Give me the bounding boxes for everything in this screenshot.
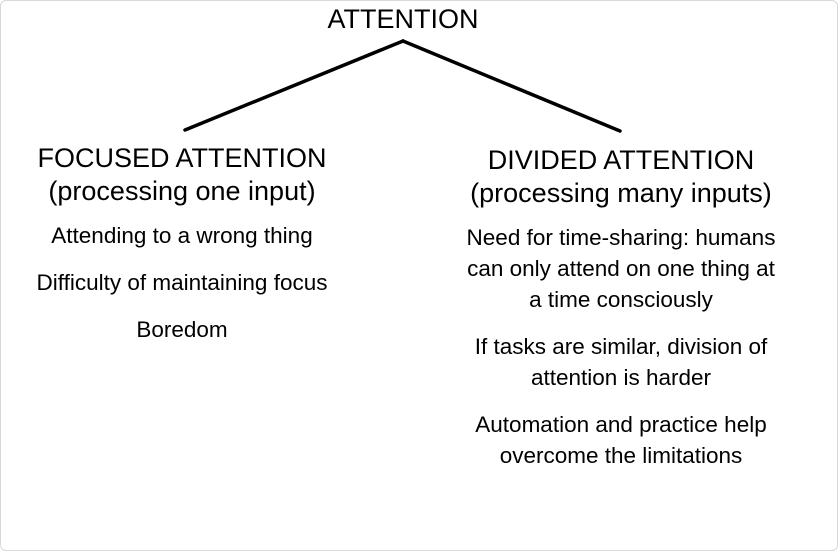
branch-heading: FOCUSED ATTENTION [37, 143, 327, 173]
branch-items: Attending to a wrong thing Difficulty of… [0, 220, 364, 345]
list-item: Attending to a wrong thing [51, 223, 313, 248]
diagram-title: ATTENTION [327, 4, 479, 34]
branch-subheading: (processing one input) [48, 176, 316, 206]
branch-items: Need for time-sharing: humans can only a… [440, 222, 802, 471]
connector-right [401, 39, 622, 133]
branch-heading: DIVIDED ATTENTION [487, 145, 755, 175]
list-item: Boredom [136, 317, 228, 342]
list-item: If tasks are similar, division of attent… [474, 334, 768, 390]
list-item: Automation and practice help overcome th… [475, 412, 767, 468]
branch-divided-attention: DIVIDED ATTENTION (processing many input… [440, 144, 802, 487]
branch-focused-attention: FOCUSED ATTENTION (processing one input)… [0, 142, 364, 361]
list-item: Need for time-sharing: humans can only a… [466, 225, 776, 312]
list-item: Difficulty of maintaining focus [36, 270, 328, 295]
connector-left [183, 39, 405, 132]
branch-subheading: (processing many inputs) [470, 178, 772, 208]
